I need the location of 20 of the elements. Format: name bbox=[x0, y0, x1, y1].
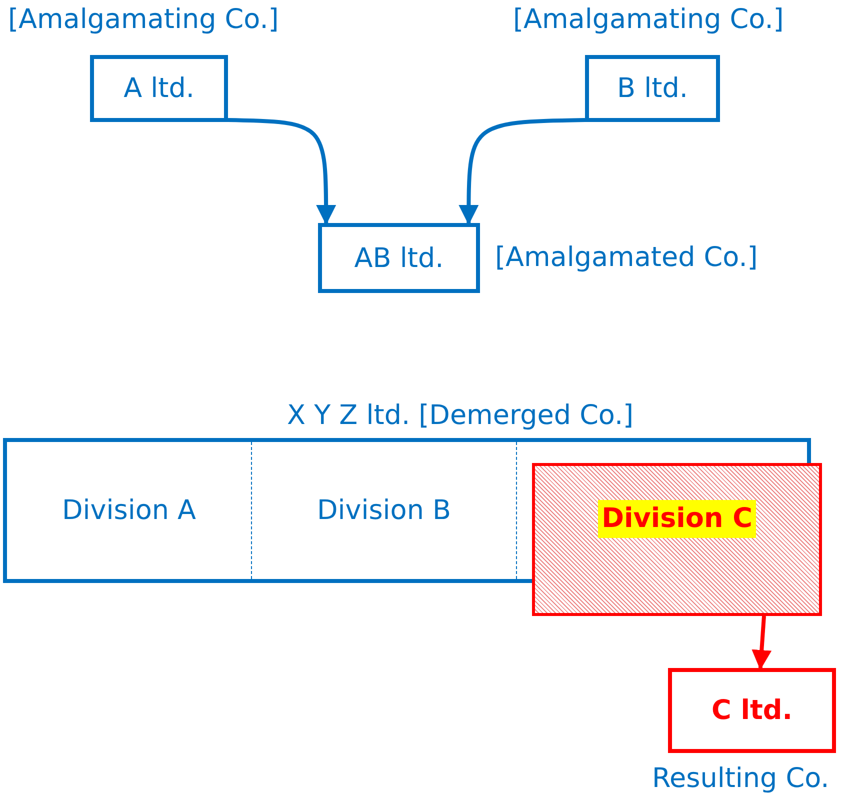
company-box bbox=[318, 223, 480, 293]
company-box bbox=[90, 55, 228, 122]
company-box bbox=[585, 55, 720, 122]
company-title: X Y Z ltd. [Demerged Co.] bbox=[287, 400, 634, 431]
hatched-division-box bbox=[532, 463, 822, 616]
company-role-caption: [Amalgamating Co.] bbox=[8, 4, 279, 35]
company-name: AB ltd. bbox=[354, 242, 444, 274]
arrow bbox=[458, 118, 586, 225]
company-role-caption: [Amalgamated Co.] bbox=[495, 242, 758, 273]
company-name: A ltd. bbox=[124, 73, 194, 104]
arrow bbox=[228, 118, 336, 225]
company-role-caption: Resulting Co. bbox=[652, 763, 830, 794]
highlighted-division-name: Division C bbox=[598, 500, 756, 538]
company-role-caption: [Amalgamating Co.] bbox=[513, 4, 784, 35]
company-box bbox=[668, 668, 836, 753]
division-name: Division A bbox=[62, 495, 196, 526]
division-name: Division B bbox=[316, 495, 452, 526]
arrow bbox=[752, 616, 772, 670]
company-name: C ltd. bbox=[712, 695, 792, 726]
company-name: B ltd. bbox=[617, 73, 688, 104]
